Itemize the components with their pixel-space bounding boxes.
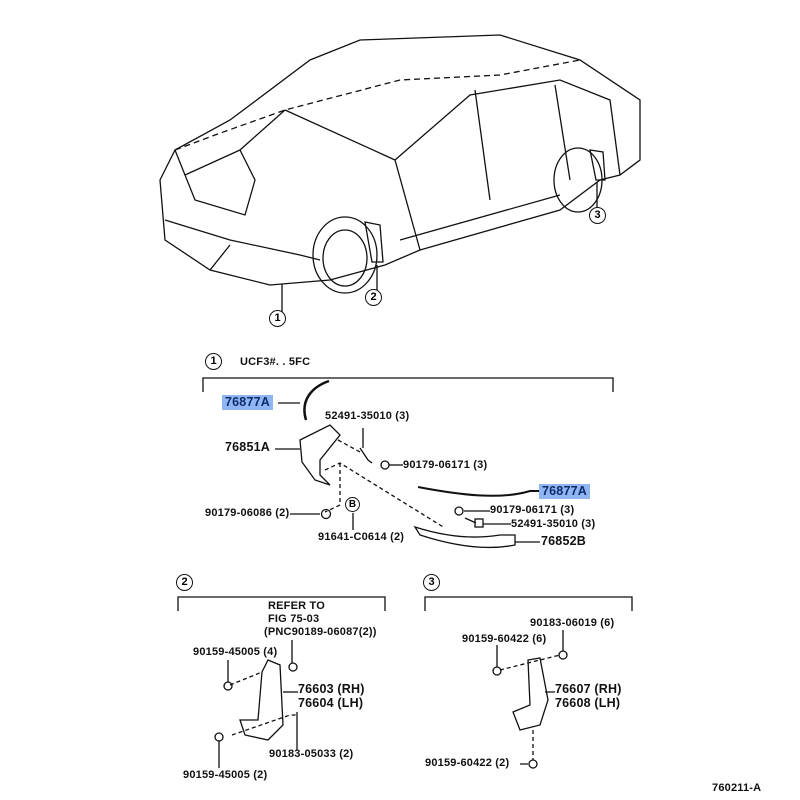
- callout-3[interactable]: 3: [589, 207, 606, 224]
- section1-callout: 1: [205, 353, 222, 370]
- car-illustration: [159, 34, 641, 312]
- callout-2[interactable]: 2: [365, 289, 382, 306]
- section3-callout: 3: [423, 574, 440, 591]
- part-90179-06171-bottom[interactable]: 90179-06171 (3): [490, 504, 575, 516]
- part-76604[interactable]: 76604 (LH): [298, 696, 364, 710]
- part-76852b[interactable]: 76852B: [541, 534, 586, 548]
- refer-line-2[interactable]: FIG 75-03: [268, 613, 320, 625]
- part-90159-60422-6[interactable]: 90159-60422 (6): [462, 633, 547, 645]
- part-91641-c0614[interactable]: 91641-C0614 (2): [318, 531, 405, 543]
- callout-b: B: [345, 497, 360, 512]
- part-90183-06019[interactable]: 90183-06019 (6): [530, 617, 615, 629]
- part-52491-35010-top[interactable]: 52491-35010 (3): [325, 410, 410, 422]
- section3-parts: [492, 630, 568, 769]
- section1-parts: [275, 379, 540, 549]
- part-90159-60422-2[interactable]: 90159-60422 (2): [425, 757, 510, 769]
- section2-parts: [214, 640, 298, 768]
- refer-line-3: (PNC90189-06087(2)): [264, 626, 377, 638]
- part-76877a-right[interactable]: 76877A: [539, 484, 590, 499]
- refer-line-1: REFER TO: [268, 600, 326, 612]
- part-90159-45005-2[interactable]: 90159-45005 (2): [183, 769, 268, 781]
- part-76851a[interactable]: 76851A: [225, 440, 270, 454]
- part-90159-45005-4[interactable]: 90159-45005 (4): [193, 646, 278, 658]
- section1-bracket: [202, 377, 614, 392]
- part-76607[interactable]: 76607 (RH): [555, 682, 622, 696]
- part-76603[interactable]: 76603 (RH): [298, 682, 365, 696]
- part-90179-06171-top[interactable]: 90179-06171 (3): [403, 459, 488, 471]
- part-52491-35010-bottom[interactable]: 52491-35010 (3): [511, 518, 596, 530]
- part-90183-05033[interactable]: 90183-05033 (2): [269, 748, 354, 760]
- callout-1[interactable]: 1: [269, 310, 286, 327]
- section2-bracket: [177, 596, 386, 611]
- section3-bracket: [424, 596, 633, 611]
- section2-callout: 2: [176, 574, 193, 591]
- section1-title: UCF3#. . 5FC: [240, 356, 311, 368]
- figure-id: 760211-A: [712, 782, 762, 794]
- part-76877a-top[interactable]: 76877A: [222, 395, 273, 410]
- part-90179-06086[interactable]: 90179-06086 (2): [205, 507, 290, 519]
- part-76608[interactable]: 76608 (LH): [555, 696, 621, 710]
